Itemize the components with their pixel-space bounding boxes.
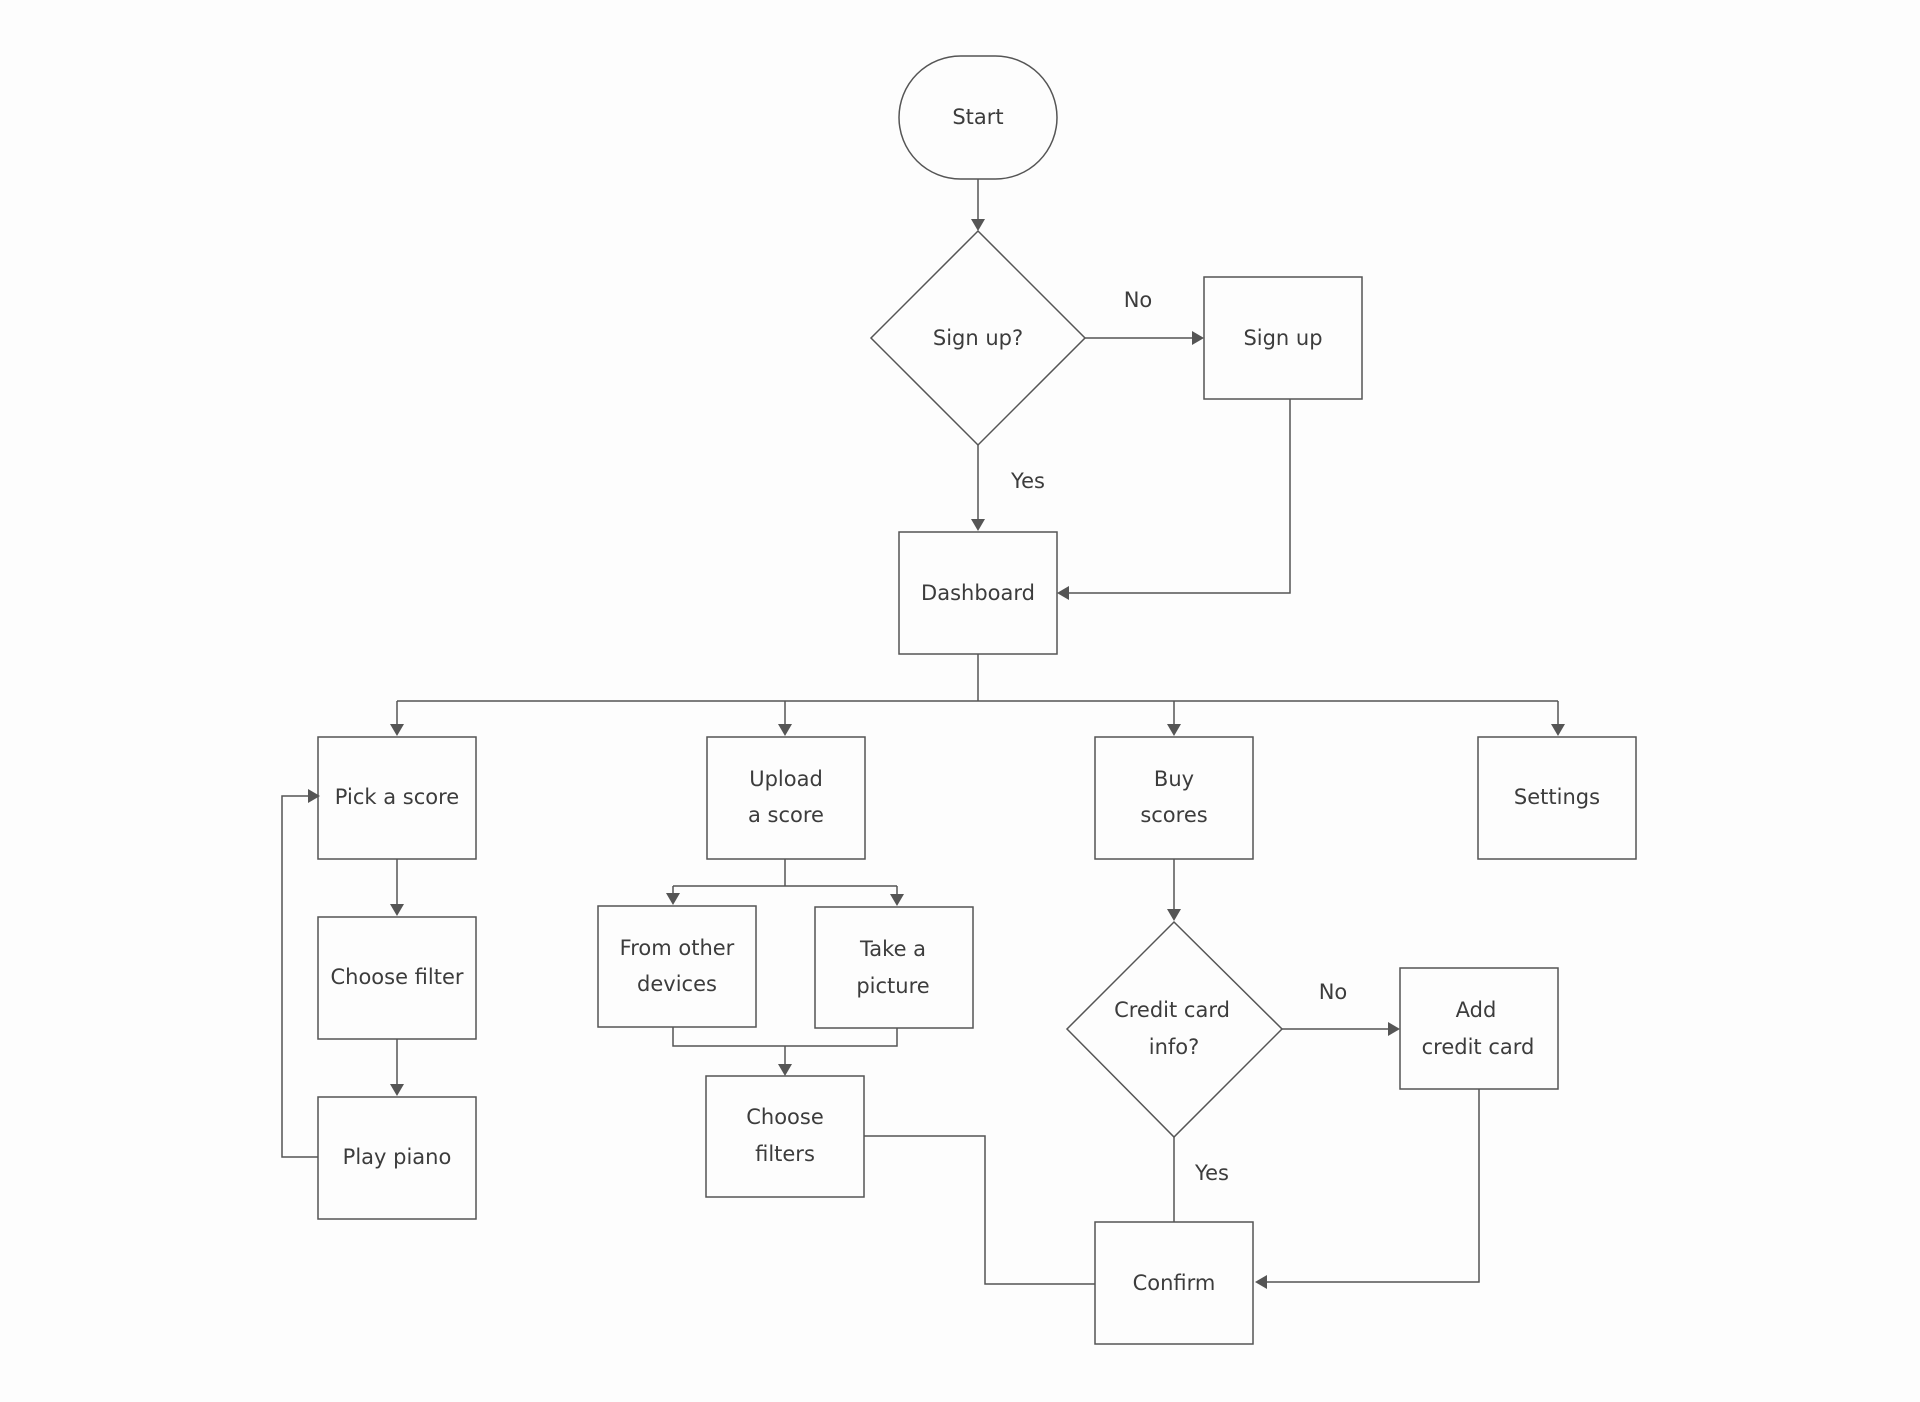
from-other-devices-box[interactable] xyxy=(597,905,757,1028)
confirm-label: Confirm xyxy=(1133,1271,1216,1295)
take-picture-label-line1: Take a xyxy=(859,937,926,961)
arrowhead xyxy=(308,789,320,803)
pick-score-label: Pick a score xyxy=(335,785,459,809)
add-credit-card-box[interactable] xyxy=(1399,967,1559,1090)
arrowhead xyxy=(971,219,985,231)
credit-yes-label: Yes xyxy=(1194,1161,1229,1185)
choose-filters-label-line1: Choose xyxy=(746,1105,824,1129)
edge-add-card-to-confirm xyxy=(1265,1089,1480,1283)
edge-devices-merge xyxy=(672,1027,898,1047)
signup-box[interactable] xyxy=(1203,276,1363,400)
signup-no-label: No xyxy=(1124,288,1153,312)
arrowhead xyxy=(1551,724,1565,736)
node-labels: Start Sign up? Sign up Dashboard Pick a … xyxy=(330,105,1600,1295)
signup-yes-label: Yes xyxy=(1010,469,1045,493)
arrowhead xyxy=(666,893,680,905)
add-credit-card-label-line1: Add xyxy=(1456,998,1497,1022)
arrowhead xyxy=(390,724,404,736)
arrowhead xyxy=(971,519,985,531)
from-other-devices-label-line1: From other xyxy=(620,936,735,960)
credit-card-question-label-line1: Credit card xyxy=(1114,998,1230,1022)
arrowhead xyxy=(1057,586,1069,600)
choose-filter-label: Choose filter xyxy=(330,965,463,989)
signup-question-label: Sign up? xyxy=(933,326,1023,350)
confirm-box[interactable] xyxy=(1094,1221,1254,1345)
signup-question-diamond[interactable] xyxy=(869,229,1087,447)
choose-filters-box[interactable] xyxy=(705,1075,865,1198)
buy-scores-box[interactable] xyxy=(1094,736,1254,860)
upload-score-box[interactable] xyxy=(706,736,866,860)
edge-play-loop-to-pick xyxy=(281,795,318,1158)
settings-label: Settings xyxy=(1514,785,1600,809)
arrowheads xyxy=(308,219,1565,1289)
credit-card-question-diamond[interactable] xyxy=(1065,920,1284,1139)
shapes xyxy=(317,55,1637,1345)
pick-score-box[interactable] xyxy=(317,736,477,860)
arrowhead xyxy=(1255,1275,1267,1289)
arrowhead xyxy=(1167,909,1181,921)
arrowhead xyxy=(778,724,792,736)
upload-score-label-line2: a score xyxy=(748,803,824,827)
upload-score-label-line1: Upload xyxy=(749,767,823,791)
take-picture-label-line2: picture xyxy=(856,974,929,998)
connectors xyxy=(281,179,1559,1285)
start-terminal[interactable] xyxy=(898,55,1058,180)
settings-box[interactable] xyxy=(1477,736,1637,860)
edge-labels: No Yes No Yes xyxy=(1010,288,1347,1185)
arrowhead xyxy=(390,1084,404,1096)
play-piano-box[interactable] xyxy=(317,1096,477,1220)
arrowhead xyxy=(890,894,904,906)
buy-scores-label-line2: scores xyxy=(1140,803,1207,827)
arrowhead xyxy=(1388,1022,1400,1036)
choose-filter-box[interactable] xyxy=(317,916,477,1040)
dashboard-box[interactable] xyxy=(898,531,1058,655)
from-other-devices-label-line2: devices xyxy=(637,972,717,996)
start-label: Start xyxy=(952,105,1003,129)
arrowhead xyxy=(390,904,404,916)
take-picture-box[interactable] xyxy=(814,906,974,1029)
arrowhead xyxy=(1167,724,1181,736)
arrowhead xyxy=(1192,331,1204,345)
credit-card-question-label-line2: info? xyxy=(1149,1035,1200,1059)
buy-scores-label-line1: Buy xyxy=(1154,767,1194,791)
edge-signup-to-dashboard xyxy=(1067,399,1291,594)
signup-label: Sign up xyxy=(1243,326,1322,350)
credit-no-label: No xyxy=(1319,980,1348,1004)
play-piano-label: Play piano xyxy=(343,1145,452,1169)
edge-choose-filters-to-confirm xyxy=(864,1135,1095,1285)
add-credit-card-label-line2: credit card xyxy=(1422,1035,1535,1059)
arrowhead xyxy=(778,1064,792,1076)
dashboard-label: Dashboard xyxy=(921,581,1035,605)
choose-filters-label-line2: filters xyxy=(755,1142,815,1166)
